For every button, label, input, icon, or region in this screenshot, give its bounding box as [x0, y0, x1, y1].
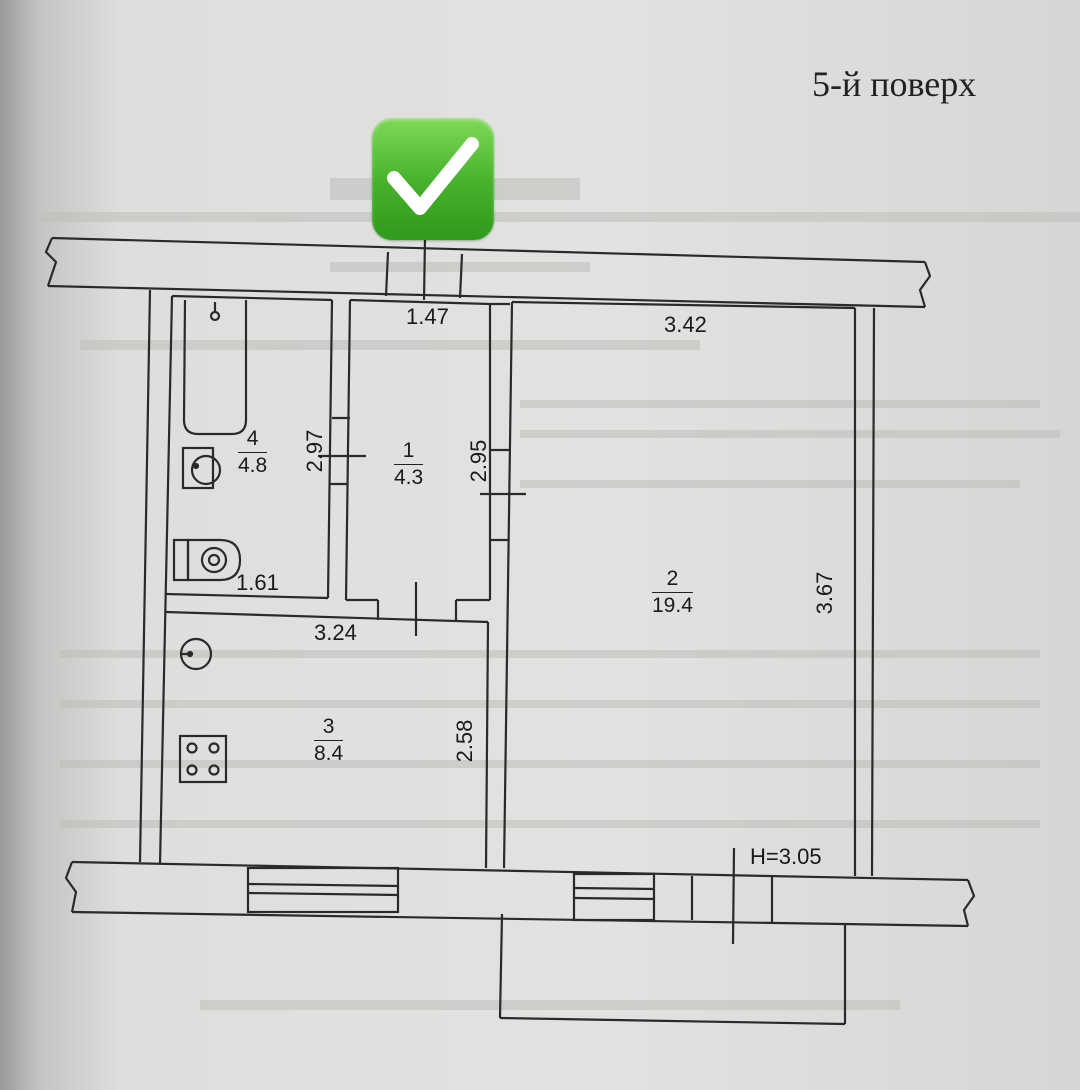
left-exterior-wall [138, 289, 174, 865]
bathroom-width-label: 1.61 [236, 570, 279, 595]
checkmark-icon [387, 137, 479, 215]
corridor-right-label: 2.95 [466, 439, 491, 483]
kitchen-walls [165, 610, 490, 869]
ceiling-height-label: H=3.05 [750, 844, 822, 869]
balcony [498, 913, 847, 1026]
room-4-label: 4 4.8 [238, 427, 268, 478]
stove-icon [178, 734, 228, 784]
room-area: 8.4 [314, 742, 344, 766]
room-1-label: 1 4.3 [394, 439, 424, 490]
corridor-width-label: 1.47 [406, 304, 449, 329]
room-2-label: 2 19.4 [652, 567, 693, 618]
right-exterior-wall [853, 307, 876, 877]
kitchen-sink-icon [179, 637, 213, 671]
bathroom-walls [165, 294, 334, 600]
room-number: 2 [652, 567, 693, 594]
kitchen-length-label: 2.58 [452, 719, 477, 763]
room-area: 19.4 [652, 594, 693, 618]
living-width-label: 3.42 [664, 312, 707, 337]
room-number: 4 [238, 427, 268, 454]
top-exterior-wall [44, 236, 932, 309]
corridor-length-label: 2.97 [302, 429, 327, 473]
room-number: 3 [314, 715, 344, 742]
living-length-label: 3.67 [812, 571, 837, 615]
background-bleed-text [40, 178, 1080, 1010]
bottom-exterior-wall [64, 847, 976, 945]
room-area: 4.3 [394, 466, 424, 490]
room-3-label: 3 8.4 [314, 715, 344, 766]
floor-label: 5-й поверх [812, 64, 977, 104]
kitchen-width-label: 3.24 [314, 620, 357, 645]
living-room-walls [490, 300, 856, 869]
corridor-walls [318, 298, 526, 636]
toilet-icon [172, 538, 242, 582]
washbasin-icon [181, 446, 222, 490]
room-number: 1 [394, 439, 424, 466]
room-area: 4.8 [238, 454, 268, 478]
check-badge [372, 118, 494, 240]
